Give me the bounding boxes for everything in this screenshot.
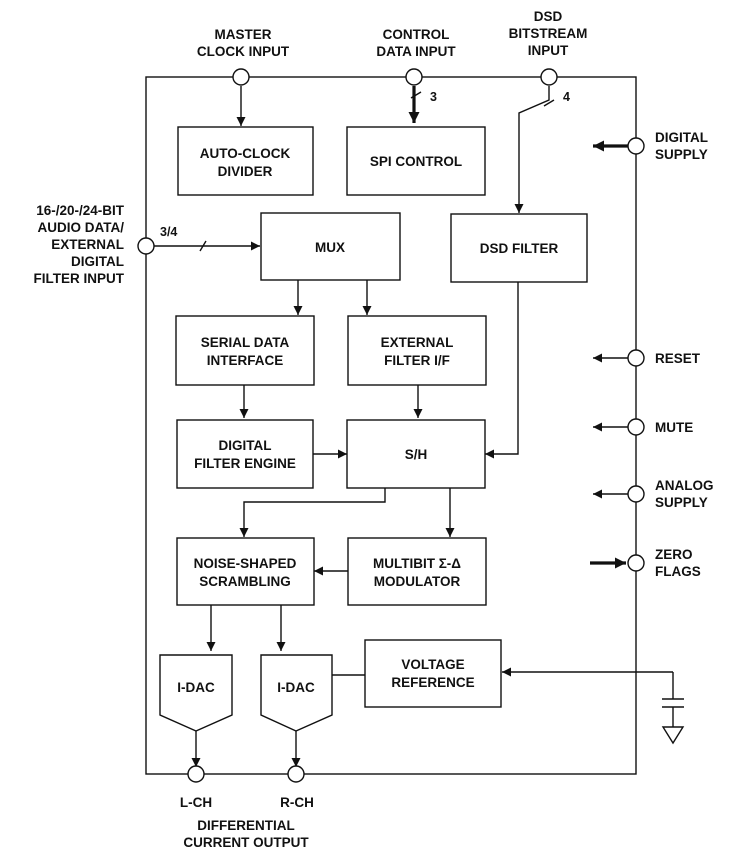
svg-text:DIVIDER: DIVIDER <box>218 164 273 179</box>
dsd-input-pin <box>540 68 558 86</box>
digital-supply-pin <box>627 137 645 155</box>
svg-text:I-DAC: I-DAC <box>177 680 215 695</box>
idac-left-block: I-DAC <box>159 654 233 732</box>
reset-label: RESET <box>655 351 701 366</box>
svg-text:AUTO-CLOCK: AUTO-CLOCK <box>200 146 291 161</box>
svg-text:BITSTREAM: BITSTREAM <box>509 26 588 41</box>
audio-input-label: 16-/20-/24-BIT AUDIO DATA/ EXTERNAL DIGI… <box>34 203 125 286</box>
svg-text:DATA INPUT: DATA INPUT <box>376 44 456 59</box>
svg-text:DIGITAL: DIGITAL <box>655 130 708 145</box>
mute-pin <box>627 418 645 436</box>
svg-text:S/H: S/H <box>405 447 428 462</box>
svg-text:DSD: DSD <box>534 9 563 24</box>
svg-text:CLOCK INPUT: CLOCK INPUT <box>197 44 290 59</box>
svg-text:FILTER I/F: FILTER I/F <box>384 353 450 368</box>
svg-text:AUDIO DATA/: AUDIO DATA/ <box>38 220 125 235</box>
zero-flags-pin <box>627 554 645 572</box>
zero-flags-label: ZERO FLAGS <box>655 547 701 579</box>
control-data-pin <box>405 68 423 86</box>
multibit-sigma-delta-modulator-block: MULTIBIT Σ-Δ MODULATOR <box>347 537 487 606</box>
svg-text:VOLTAGE: VOLTAGE <box>401 657 464 672</box>
left-channel-label: L-CH <box>180 795 212 810</box>
svg-text:FILTER ENGINE: FILTER ENGINE <box>194 456 296 471</box>
svg-text:EXTERNAL: EXTERNAL <box>381 335 454 350</box>
svg-text:SERIAL DATA: SERIAL DATA <box>201 335 290 350</box>
svg-text:NOISE-SHAPED: NOISE-SHAPED <box>194 556 297 571</box>
dsd-bus-tick <box>543 99 555 107</box>
svg-text:SCRAMBLING: SCRAMBLING <box>199 574 291 589</box>
spi-control-block: SPI CONTROL <box>346 126 486 196</box>
digital-supply-label: DIGITAL SUPPLY <box>655 130 708 162</box>
svg-text:EXTERNAL: EXTERNAL <box>51 237 124 252</box>
svg-text:CURRENT OUTPUT: CURRENT OUTPUT <box>183 835 309 850</box>
mute-label: MUTE <box>655 420 693 435</box>
svg-text:INTERFACE: INTERFACE <box>207 353 284 368</box>
right-output-pin <box>287 765 305 783</box>
left-output-pin <box>187 765 205 783</box>
svg-text:16-/20-/24-BIT: 16-/20-/24-BIT <box>36 203 125 218</box>
svg-text:MULTIBIT Σ-Δ: MULTIBIT Σ-Δ <box>373 556 461 571</box>
svg-text:ANALOG: ANALOG <box>655 478 714 493</box>
svg-text:ZERO: ZERO <box>655 547 693 562</box>
auto-clock-divider-block: AUTO-CLOCK DIVIDER <box>177 126 314 196</box>
svg-text:SUPPLY: SUPPLY <box>655 495 708 510</box>
svg-text:MUX: MUX <box>315 240 345 255</box>
control-bus-width: 3 <box>430 90 437 104</box>
svg-text:DIGITAL: DIGITAL <box>71 254 124 269</box>
master-clock-label: MASTER CLOCK INPUT <box>197 27 290 59</box>
control-bus-tick <box>410 91 422 99</box>
svg-text:INPUT: INPUT <box>528 43 569 58</box>
mux-block: MUX <box>260 212 401 281</box>
audio-bus-width: 3/4 <box>160 225 177 239</box>
serial-data-interface-block: SERIAL DATA INTERFACE <box>175 315 315 386</box>
svg-text:SUPPLY: SUPPLY <box>655 147 708 162</box>
svg-text:CONTROL: CONTROL <box>383 27 450 42</box>
differential-output-caption: DIFFERENTIAL CURRENT OUTPUT <box>183 818 309 850</box>
connections <box>154 86 673 767</box>
voltage-reference-block: VOLTAGE REFERENCE <box>364 639 502 708</box>
digital-filter-engine-block: DIGITAL FILTER ENGINE <box>176 419 314 489</box>
dsd-bus-width: 4 <box>563 90 570 104</box>
svg-text:SPI CONTROL: SPI CONTROL <box>370 154 462 169</box>
svg-text:FLAGS: FLAGS <box>655 564 701 579</box>
svg-text:I-DAC: I-DAC <box>277 680 315 695</box>
analog-supply-label: ANALOG SUPPLY <box>655 478 714 510</box>
right-channel-label: R-CH <box>280 795 314 810</box>
svg-text:DSD FILTER: DSD FILTER <box>480 241 559 256</box>
dsd-filter-block: DSD FILTER <box>450 213 588 283</box>
audio-bus-tick <box>199 240 207 252</box>
idac-right-block: I-DAC <box>260 654 333 732</box>
svg-text:MASTER: MASTER <box>215 27 272 42</box>
audio-input-pin <box>137 237 155 255</box>
noise-shaped-scrambling-block: NOISE-SHAPED SCRAMBLING <box>176 537 315 606</box>
sample-hold-block: S/H <box>346 419 486 489</box>
master-clock-pin <box>232 68 250 86</box>
svg-text:DIGITAL: DIGITAL <box>219 438 272 453</box>
control-data-label: CONTROL DATA INPUT <box>376 27 456 59</box>
svg-text:MODULATOR: MODULATOR <box>374 574 461 589</box>
svg-text:REFERENCE: REFERENCE <box>391 675 474 690</box>
dsd-bitstream-label: DSD BITSTREAM INPUT <box>509 9 588 58</box>
capacitor-ground-symbol <box>661 672 685 745</box>
external-filter-if-block: EXTERNAL FILTER I/F <box>347 315 487 386</box>
reset-pin <box>627 349 645 367</box>
svg-text:DIFFERENTIAL: DIFFERENTIAL <box>197 818 295 833</box>
analog-supply-pin <box>627 485 645 503</box>
svg-text:FILTER INPUT: FILTER INPUT <box>34 271 125 286</box>
